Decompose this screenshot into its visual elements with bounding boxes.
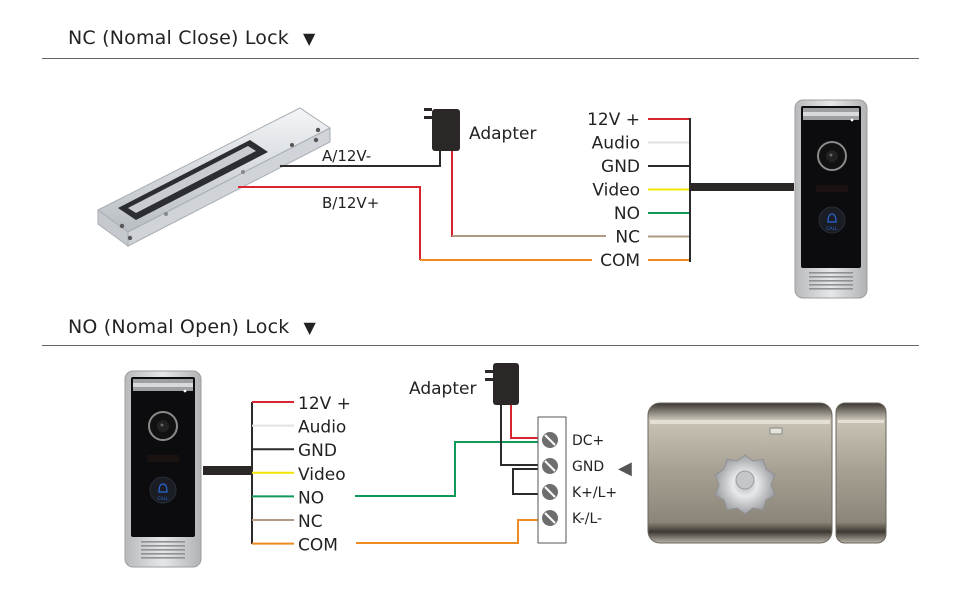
terminal-label-12v: 12V + xyxy=(298,394,351,414)
call-label: CALL xyxy=(157,496,169,502)
no-cable xyxy=(203,466,253,475)
screw-slot xyxy=(544,434,556,446)
speaker-grille xyxy=(141,541,185,559)
lock-terminal-label: GND xyxy=(572,459,604,475)
call-label: CALL xyxy=(826,226,838,232)
wire-no-green xyxy=(355,441,543,497)
wire-a-label: A/12V- xyxy=(322,147,371,165)
nc-section-title: NC (Nomal Close) Lock ▼ xyxy=(68,27,316,49)
wire-adapter-black-no xyxy=(500,405,543,466)
lock-terminal-labels: DC+ GND K+/L+ K-/L- xyxy=(572,433,617,527)
lock-terminal-label: K+/L+ xyxy=(572,485,617,501)
terminal-label-no: NO xyxy=(298,488,324,508)
power-adapter-icon xyxy=(485,363,519,405)
terminal-label-video: Video xyxy=(592,181,640,201)
terminal-label-audio: Audio xyxy=(298,418,346,438)
triangle-down-icon: ▼ xyxy=(302,29,316,48)
rim-lock xyxy=(647,402,887,544)
speaker-grille xyxy=(809,272,853,290)
terminal-label-video: Video xyxy=(298,465,346,485)
nc-title-text: NC (Nomal Close) Lock xyxy=(68,27,289,49)
wire-adapter-red xyxy=(451,151,542,237)
video-doorbell-no: CALL xyxy=(124,370,202,568)
terminal-label-com: COM xyxy=(600,251,640,271)
terminal-label-nc: NC xyxy=(615,228,640,248)
magnetic-lock xyxy=(97,107,331,247)
screw-slot xyxy=(544,512,556,524)
nc-divider xyxy=(42,58,919,59)
wire-a-black xyxy=(280,150,441,167)
screw-slot xyxy=(544,486,556,498)
terminal-label-gnd: GND xyxy=(298,441,337,461)
nc-cable xyxy=(690,183,794,191)
no-section-title: NO (Nomal Open) Lock ▼ xyxy=(68,316,316,338)
lock-terminal-label: DC+ xyxy=(572,433,604,449)
wire-b-red xyxy=(238,186,421,260)
terminal-label-audio: Audio xyxy=(592,134,640,154)
terminal-label-nc: NC xyxy=(298,512,323,532)
terminal-screws xyxy=(542,432,558,526)
power-adapter-icon xyxy=(424,108,460,151)
terminal-label-no: NO xyxy=(614,204,640,224)
lock-terminal-label: K-/L- xyxy=(572,511,602,527)
no-title-text: NO (Nomal Open) Lock xyxy=(68,316,290,338)
video-doorbell: CALL xyxy=(794,99,868,299)
no-divider xyxy=(42,345,919,346)
terminal-label-com: COM xyxy=(298,536,338,556)
adapter-label: Adapter xyxy=(469,124,536,144)
adapter-label-no: Adapter xyxy=(409,379,476,399)
wire-jumper xyxy=(512,468,543,495)
terminal-label-12v: 12V + xyxy=(587,110,640,130)
triangle-down-icon: ▼ xyxy=(303,318,316,337)
pointer-arrow-icon: ◀ xyxy=(618,458,632,479)
screw-slot xyxy=(544,460,556,472)
terminal-label-gnd: GND xyxy=(601,157,640,177)
wire-adapter-red-no xyxy=(510,405,543,439)
wire-com-orange-no xyxy=(356,519,543,544)
wire-b-label: B/12V+ xyxy=(322,194,379,212)
